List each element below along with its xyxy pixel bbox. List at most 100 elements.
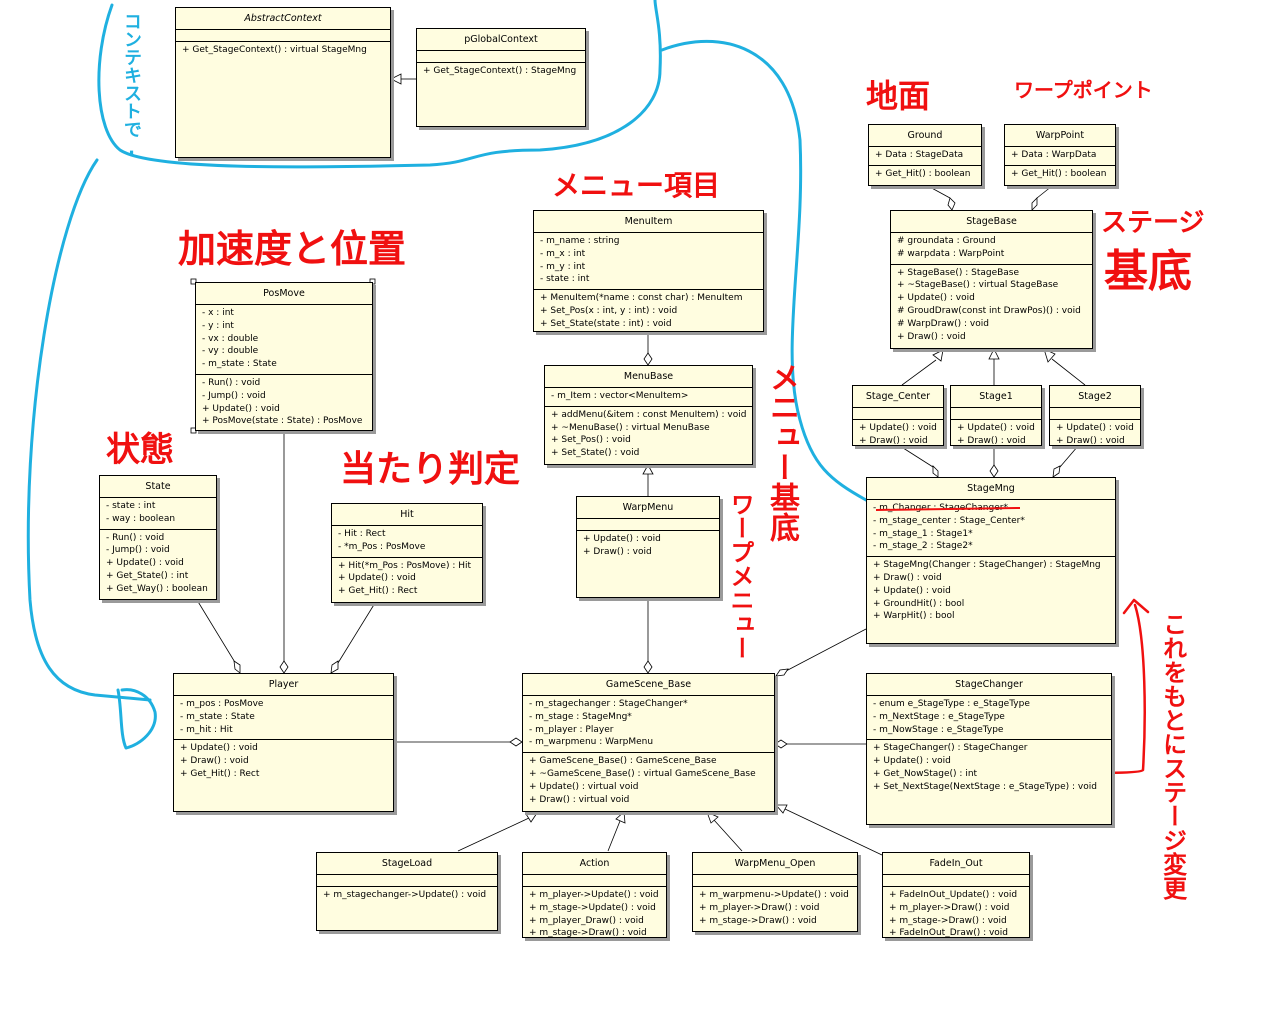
class-stageload[interactable]: StageLoad + m_stagechanger->Update() : v… [316, 852, 498, 931]
attribute: - vy : double [202, 346, 259, 357]
aggregation-diamond [947, 197, 956, 211]
aggregation-diamond [643, 660, 653, 674]
operation: + Draw() : void [897, 331, 966, 342]
class-stagebase[interactable]: StageBase # groundata : Ground # warpdat… [890, 210, 1093, 349]
generalization-arrow [1043, 348, 1056, 363]
context-pointer-stroke [26, 158, 152, 702]
generalization-arrow [775, 804, 788, 814]
class-action[interactable]: Action + m_player->Update() : void + m_s… [522, 852, 667, 938]
aggregation-diamond [775, 668, 789, 677]
class-menuitem[interactable]: MenuItem - m_name : string - m_x : int -… [533, 210, 764, 332]
aggregation-diamond [989, 464, 999, 478]
attributes-section [176, 29, 390, 41]
aggregation-line [927, 185, 951, 199]
class-abstractcontext[interactable]: AbstractContext + Get_StageContext() : v… [175, 7, 391, 158]
attributes-section: - state : int - way : boolean [100, 497, 216, 529]
operation: + m_stage->Draw() : void [699, 915, 817, 926]
class-fadein-out[interactable]: FadeIn_Out + FadeInOut_Update() : void +… [882, 852, 1030, 938]
operation: + Update() : void [583, 534, 661, 544]
class-stage2[interactable]: Stage2 + Update() : void + Draw() : void [1049, 385, 1141, 446]
attributes-section [1050, 407, 1140, 419]
attribute: - m_state : State [180, 711, 255, 722]
class-warppoint[interactable]: WarpPoint + Data : WarpData + Get_Hit() … [1004, 124, 1116, 186]
operations-section: + StageMng(Changer : StageChanger) : Sta… [867, 556, 1115, 626]
class-warpmenu-open[interactable]: WarpMenu_Open + m_warpmenu->Update() : v… [692, 852, 858, 932]
operation: + Get_NowStage() : int [873, 768, 978, 779]
class-stage-center[interactable]: Stage_Center + Update() : void + Draw() … [852, 385, 944, 446]
class-stagechanger[interactable]: StageChanger - enum e_StageType : e_Stag… [866, 673, 1112, 825]
operations-section: + FadeInOut_Update() : void + m_player->… [883, 886, 1029, 943]
class-state[interactable]: State - state : int - way : boolean - Ru… [99, 475, 217, 600]
attributes-section: # groundata : Ground # warpdata : WarpPo… [891, 232, 1092, 264]
class-title: AbstractContext [244, 13, 322, 24]
class-stage1[interactable]: Stage1 + Update() : void + Draw() : void [950, 385, 1042, 446]
class-player[interactable]: Player - m_pos : PosMove - m_state : Sta… [173, 673, 394, 812]
class-title: PosMove [263, 288, 305, 299]
operation: + Update() : void [1056, 423, 1134, 433]
class-menubase[interactable]: MenuBase - m_Item : vector<MenuItem> + a… [544, 365, 753, 465]
class-gamescene-base[interactable]: GameScene_Base - m_stagechanger : StageC… [522, 673, 775, 812]
operation: + Get_StageContext() : virtual StageMng [182, 45, 367, 55]
class-hit[interactable]: Hit - Hit : Rect - *m_Pos : PosMove + Hi… [331, 503, 483, 603]
arrow-head-stroke [116, 688, 157, 750]
operation: + Draw() : void [1056, 435, 1125, 446]
operation: + FadeInOut_Update() : void [889, 890, 1018, 900]
class-stagemng[interactable]: StageMng - m_Changer : StageChanger* - m… [866, 477, 1116, 644]
operations-section: + Update() : void + Draw() : void [1050, 419, 1140, 451]
attributes-section [853, 407, 943, 419]
class-warpmenu[interactable]: WarpMenu + Update() : void + Draw() : vo… [576, 496, 720, 598]
attributes-section [951, 407, 1041, 419]
operation: + m_player->Draw() : void [889, 902, 1010, 913]
operation: # GroudDraw(const int DrawPos)() : void [897, 305, 1081, 316]
generalization-arrow [525, 812, 538, 823]
attribute: - m_stagechanger : StageChanger* [529, 699, 688, 709]
generalization-arrow [988, 348, 1000, 360]
operation: + Draw() : void [873, 572, 942, 583]
class-title: StageBase [966, 216, 1017, 227]
attributes-section [317, 874, 497, 886]
attribute: - Hit : Rect [338, 529, 386, 539]
operations-section: + GameScene_Base() : GameScene_Base + ~G… [523, 752, 774, 809]
class-pglobalcontext[interactable]: pGlobalContext + Get_StageContext() : St… [416, 28, 586, 127]
attribute: - m_NowStage : e_StageType [873, 724, 1004, 735]
attributes-section [577, 518, 719, 530]
operations-section: + Get_StageContext() : StageMng [417, 62, 585, 81]
attribute: - m_y : int [540, 261, 586, 272]
class-title: Stage_Center [865, 391, 931, 402]
class-posmove[interactable]: PosMove - x : int - y : int - vx : doubl… [195, 282, 373, 431]
generalization-line [457, 817, 530, 852]
operation: + Set_Pos(x : int, y : int) : void [540, 305, 678, 316]
operation: + m_player->Draw() : void [699, 902, 820, 913]
attribute: - m_warpmenu : WarpMenu [529, 737, 654, 748]
attribute: - y : int [202, 320, 234, 331]
context-boundary-stroke [97, 0, 662, 169]
generalization-arrow [642, 464, 654, 475]
attributes-section: - m_Item : vector<MenuItem> [545, 387, 752, 406]
generalization-line [607, 820, 621, 852]
class-title: Hit [400, 509, 414, 520]
operation: + Draw() : void [583, 546, 652, 557]
attribute: - m_x : int [540, 248, 586, 259]
operation: + ~MenuBase() : virtual MenuBase [551, 422, 710, 433]
generalization-line [713, 819, 743, 852]
class-title: State [145, 481, 171, 492]
attribute: - vx : double [202, 333, 259, 344]
operations-section: + StageBase() : StageBase + ~StageBase()… [891, 263, 1092, 347]
class-ground[interactable]: Ground + Data : StageData + Get_Hit() : … [868, 124, 982, 186]
class-title: WarpMenu_Open [734, 858, 816, 869]
attribute: - state : int [106, 501, 156, 511]
operation: - Jump() : void [106, 545, 170, 556]
attributes-section [693, 874, 857, 886]
attribute: + Data : StageData [875, 150, 964, 160]
class-title: FadeIn_Out [929, 858, 983, 869]
aggregation-line [785, 628, 867, 672]
operations-section: + Update() : void + Draw() : void [853, 419, 943, 451]
operation: + Set_NextStage(NextStage : e_StageType)… [873, 781, 1097, 792]
operations-section: + m_stagechanger->Update() : void [317, 886, 497, 905]
attributes-section: - m_name : string - m_x : int - m_y : in… [534, 232, 763, 289]
operation: + Get_Hit() : boolean [1011, 168, 1107, 179]
operation: + Update() : void [957, 423, 1035, 433]
aggregation-diamond [509, 737, 523, 747]
operation: + Update() : virtual void [529, 781, 639, 792]
operation: + Set_State() : void [551, 448, 640, 459]
